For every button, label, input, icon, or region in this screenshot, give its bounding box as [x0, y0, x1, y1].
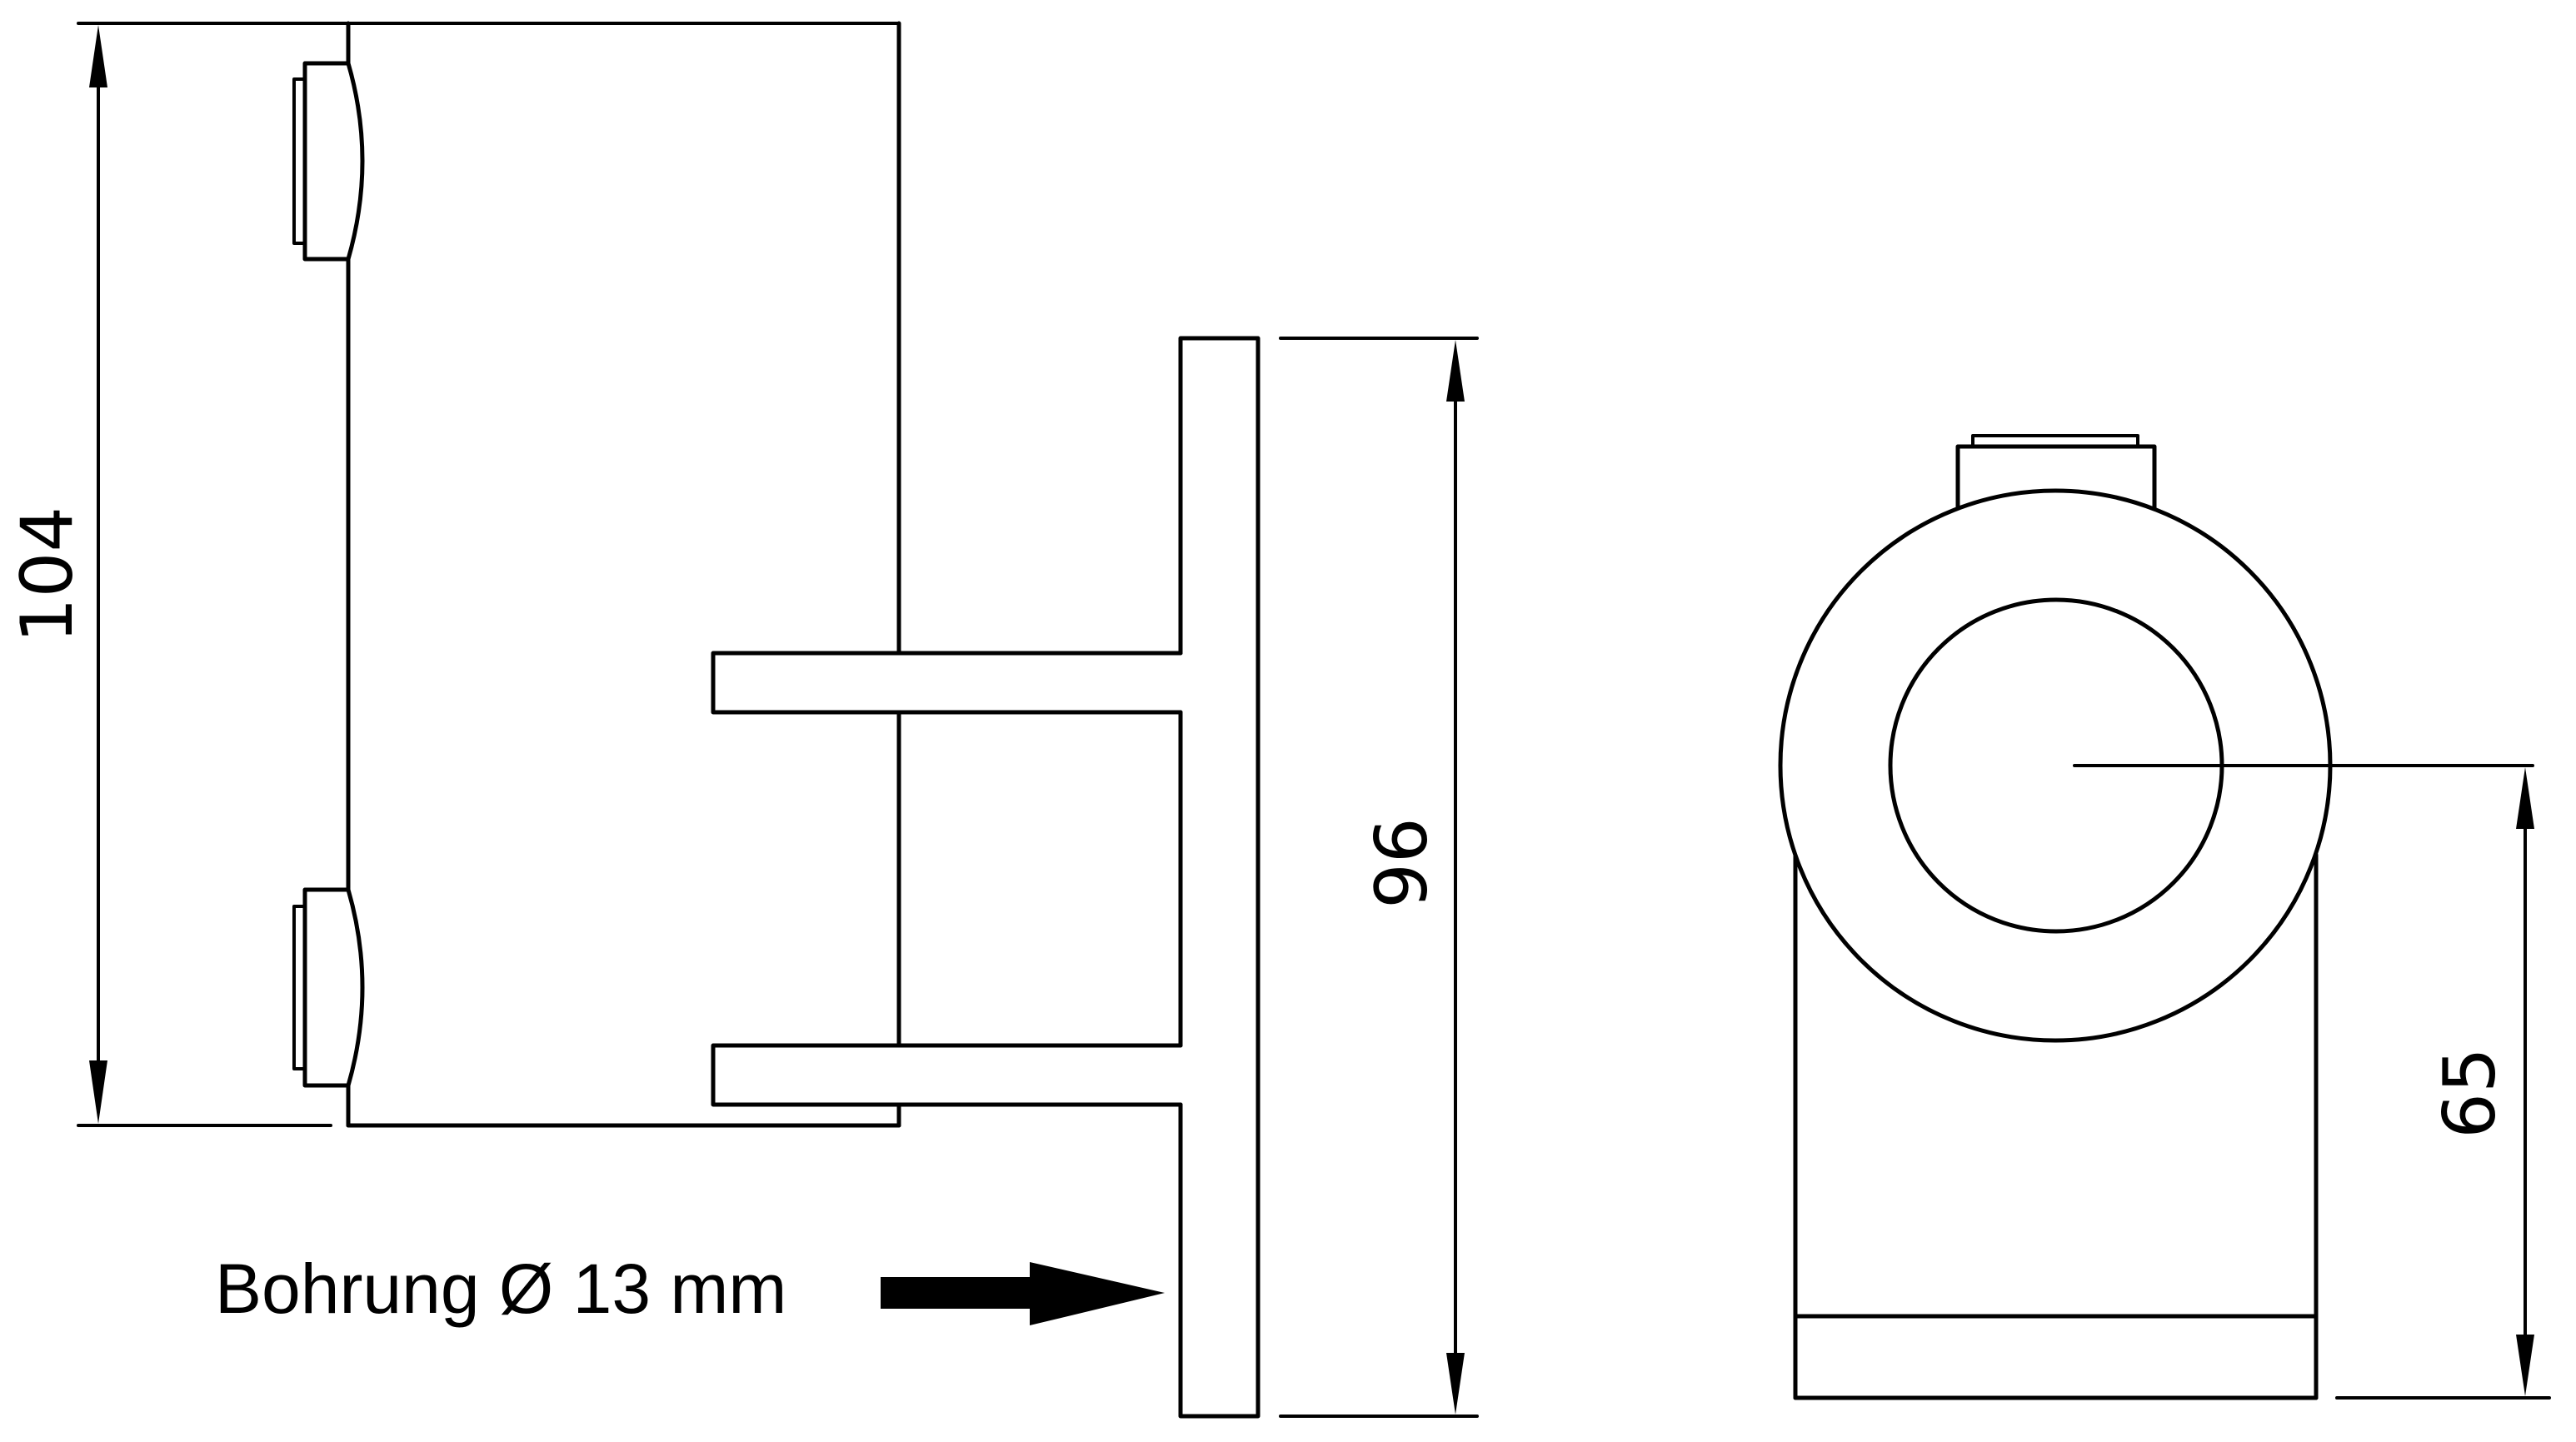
side-view: 104: [6, 21, 1479, 1419]
arrowhead-down-icon: [89, 1060, 107, 1124]
flange-arms: [711, 651, 1183, 1107]
base-body: [1793, 852, 2319, 1400]
set-screw-lower: [292, 887, 365, 1088]
dimension-label-104: 104: [6, 506, 89, 643]
flange-plate: [1178, 336, 1261, 1419]
tube-body: [346, 21, 901, 1128]
arrowhead-up-icon: [2516, 767, 2534, 829]
dimension-label-65: 65: [2429, 1047, 2512, 1138]
front-view: 65: [1778, 434, 2551, 1400]
arrowhead-down-icon: [1446, 1353, 1465, 1415]
top-boss: [1955, 434, 2157, 512]
bore-annotation: Bohrung Ø 13 mm: [215, 1250, 1165, 1328]
dimension-label-96: 96: [1360, 817, 1444, 908]
leader-arrow-shaft: [881, 1277, 1031, 1309]
arrowhead-down-icon: [2516, 1335, 2534, 1396]
set-screw-upper: [292, 61, 365, 262]
arrowhead-up-icon: [89, 25, 107, 87]
arrowhead-up-icon: [1446, 340, 1465, 402]
bore-note-label: Bohrung Ø 13 mm: [215, 1250, 786, 1328]
dimension-96: 96: [1279, 337, 1479, 1418]
dimension-104: 104: [6, 22, 901, 1127]
arrow-right-icon: [1030, 1262, 1165, 1325]
dimension-65: 65: [2335, 767, 2551, 1400]
